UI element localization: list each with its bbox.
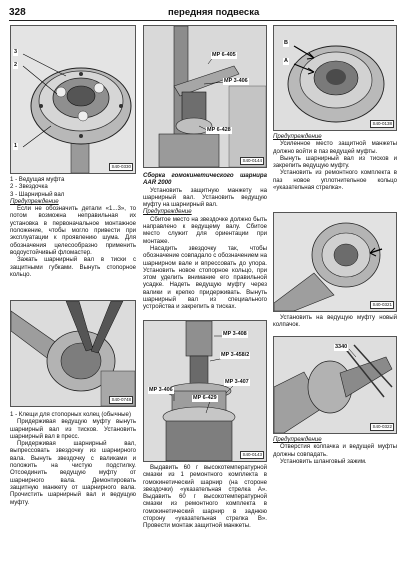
warning-heading: Предупреждение [10, 197, 59, 205]
hose-clamp-illustration [274, 337, 396, 433]
paragraph: Установить защитную манжету на шарнирный… [143, 186, 267, 209]
figure-id: S40-0143 [240, 451, 264, 459]
col1-text-bottom: 1 - Клещи для стопорных колец (обычные) … [10, 411, 136, 506]
warning-heading: Предупреждение [143, 208, 192, 216]
col3-text-middle: Установить на ведущую муфту новый колпач… [273, 314, 397, 329]
figure-label-b: B [283, 40, 289, 47]
col3-text-top: Предупреждение Усиленное место защитной … [273, 133, 397, 191]
paragraph: Вынуть шарнирный вал из тисков и закрепи… [273, 154, 397, 170]
paragraph: Установить шланговый зажим. [280, 457, 367, 465]
col2-text-bottom: Выдавить 60 г высокотемпературной смазки… [143, 464, 267, 530]
header-rule [9, 20, 394, 21]
figure-label-mp6405: MP 6-405 [211, 52, 237, 59]
warning-text: Если не обозначить детали «1...3», то по… [10, 205, 136, 256]
figure-id: S40-0748 [109, 396, 133, 404]
figure-boot-grease: B A S40-0138 [273, 25, 397, 131]
figure-label-2: 2 [13, 62, 19, 69]
figure-label-mp6428: MP 6-428 [206, 127, 232, 134]
warning-text: Отверстия колпачка и ведущей муфты должн… [273, 443, 397, 458]
legend-item: 3 - Шарнирный вал [10, 190, 65, 198]
figure-seal-ring: S40-0321 [273, 212, 397, 312]
figure-press-assembly: MP 6-405 MP 3-406 MP 6-428 S40-0144 [143, 25, 267, 168]
section-title: Сборка гомокинетического шарнира AAR 200… [143, 172, 267, 187]
figure-id: S40-0321 [370, 301, 394, 309]
legend-item: 1 - Клещи для стопорных колец (обычные) [10, 411, 131, 418]
legend-item: 2 - Звездочка [10, 183, 48, 191]
figure-label-mp3406: MP 3-406 [223, 78, 249, 85]
figure-press-tools: MP 3-408 MP 3-458/2 MP 3-407 MP 3-406 MP… [143, 320, 267, 462]
paragraph: Выдавить 60 г высокотемпературной смазки… [143, 464, 267, 530]
figure-label-mp3458-2: MP 3-458/2 [220, 352, 251, 359]
warning-text: Сбитое место на звездочке должно быть на… [143, 215, 267, 245]
boot-grease-illustration [274, 26, 396, 130]
paragraph: Установить из ремонтного комплекта в паз… [273, 169, 397, 192]
col3-text-bottom: Предупреждение Отверстия колпачка и веду… [273, 436, 397, 465]
figure-id: S40-0144 [240, 157, 264, 165]
figure-label-3340: 3340 [334, 344, 349, 351]
seal-ring-illustration [274, 213, 396, 311]
figure-label-mp3406: MP 3-406 [148, 387, 174, 394]
paragraph: Придерживая ведущую муфту вынуть шарнирн… [10, 418, 136, 440]
paragraph: Зажать шарнирный вал в тиски с защитными… [10, 256, 136, 278]
figure-cv-joint-exploded: 3 2 1 S40-0330 [10, 25, 136, 174]
pliers-illustration [11, 301, 135, 406]
figure-retaining-ring-pliers: S40-0748 [10, 300, 136, 407]
warning-heading: Предупреждение [273, 133, 322, 140]
warning-text: Усиленное место защитной манжеты должно … [273, 140, 397, 155]
figure-label-a: A [283, 58, 289, 65]
page-number: 328 [9, 7, 26, 18]
paragraph: Придерживая шарнирный вал, выпрессовать … [10, 440, 136, 506]
legend-item: 1 - Ведущая муфта [10, 176, 65, 183]
col1-text-top: 1 - Ведущая муфта 2 - Звездочка 3 - Шарн… [10, 176, 136, 278]
figure-label-mp3407: MP 3-407 [224, 379, 250, 386]
figure-hose-clamp: 3340 S40-0322 [273, 336, 397, 434]
press-illustration [144, 26, 266, 167]
figure-id: S40-0330 [109, 163, 133, 171]
running-title: передняя подвеска [168, 7, 260, 18]
figure-id: S40-0322 [370, 423, 394, 431]
figure-label-1: 1 [13, 143, 19, 150]
figure-label-mp3408: MP 3-408 [222, 331, 248, 338]
cv-joint-illustration [11, 26, 135, 173]
figure-id: S40-0138 [370, 120, 394, 128]
col2-text-top: Сборка гомокинетического шарнира AAR 200… [143, 172, 267, 311]
figure-label-mp6429: MP 6-429 [192, 395, 218, 402]
figure-label-3: 3 [13, 49, 19, 56]
paragraph: Установить на ведущую муфту новый колпач… [273, 314, 397, 329]
warning-heading: Предупреждение [273, 436, 322, 443]
paragraph: Насадить звездочку так, чтобы обозначени… [143, 244, 267, 311]
